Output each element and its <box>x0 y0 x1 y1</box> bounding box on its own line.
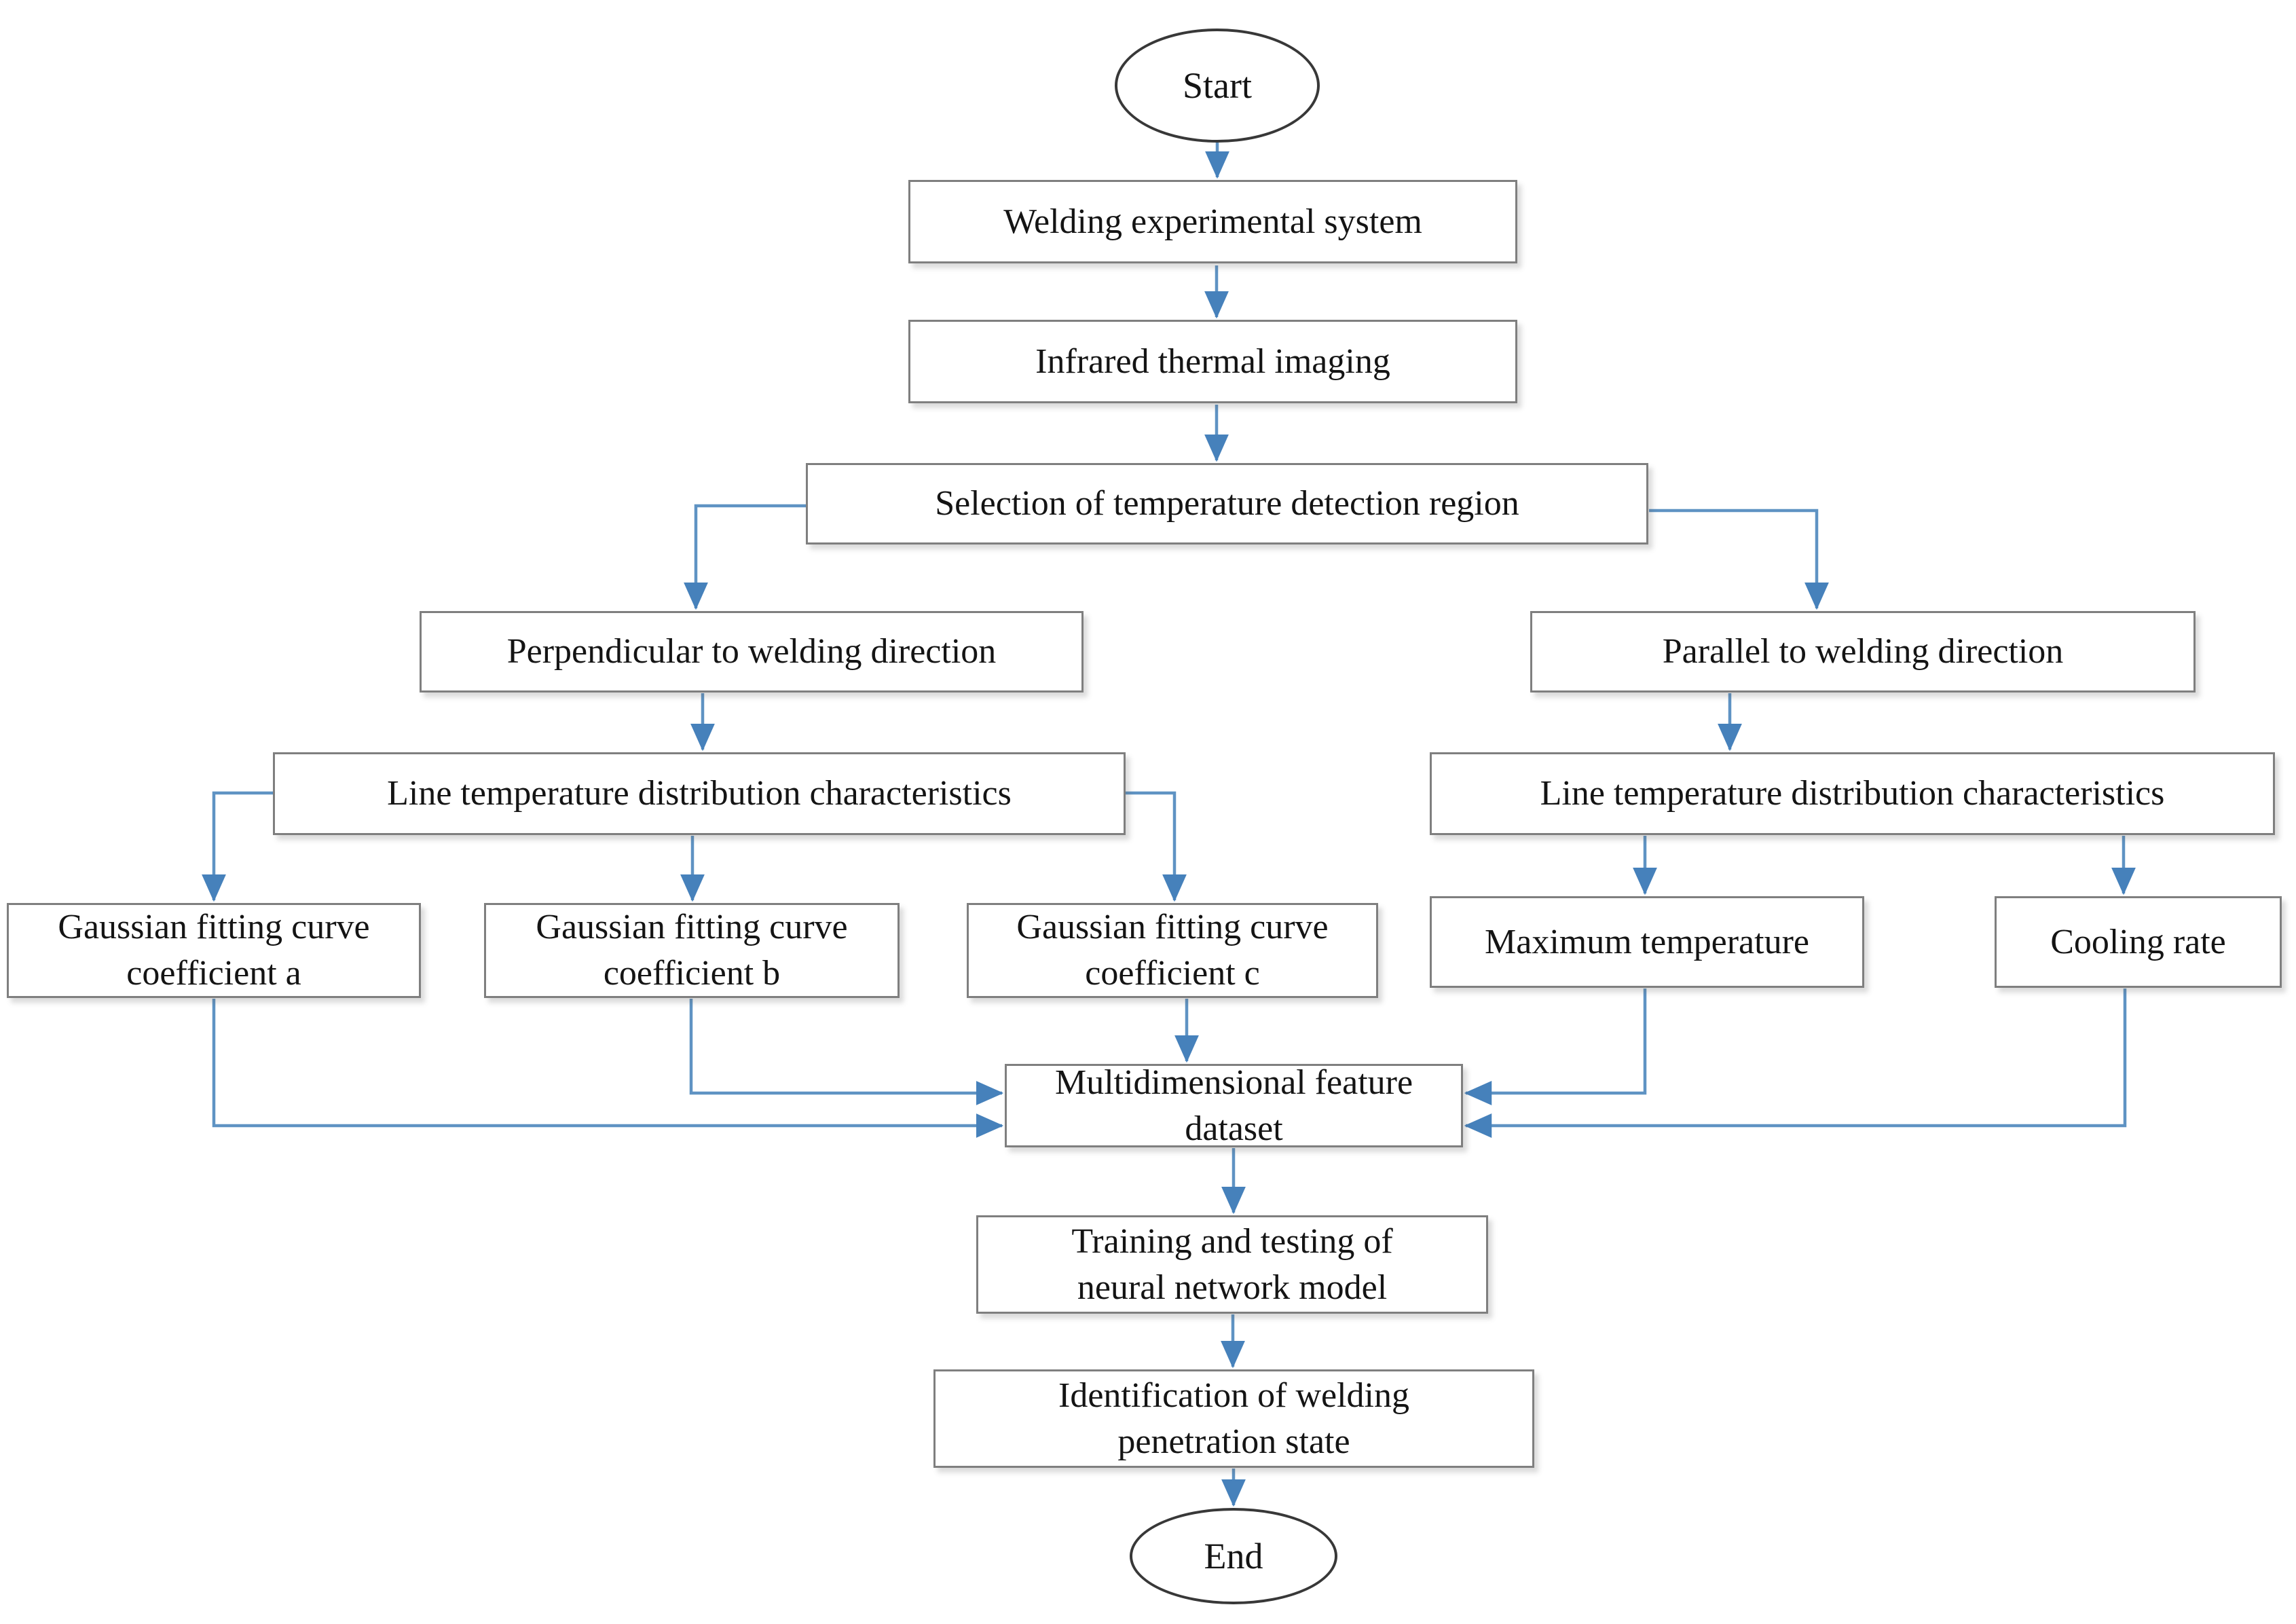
node-line-right-label: Line temperature distribution characteri… <box>1540 774 2165 813</box>
node-infrared-label: Infrared thermal imaging <box>1035 342 1390 381</box>
node-line-temp-characteristics-right: Line temperature distribution characteri… <box>1430 752 2275 835</box>
node-max-temp-label: Maximum temperature <box>1485 922 1809 961</box>
node-gaussian-coefficient-b: Gaussian fitting curve coefficient b <box>484 903 900 998</box>
connector-gauss-b-dataset <box>689 999 1004 1105</box>
node-maximum-temperature: Maximum temperature <box>1430 896 1864 988</box>
connector-gauss-a-dataset <box>212 999 1004 1138</box>
connector-cooling-dataset <box>1464 989 2127 1138</box>
node-parallel-direction: Parallel to welding direction <box>1530 611 2196 693</box>
node-welding-experimental-system: Welding experimental system <box>908 180 1517 263</box>
connector-selection-perpendicular <box>684 504 806 610</box>
node-cooling-rate: Cooling rate <box>1995 896 2282 988</box>
node-training-testing-model: Training and testing of neural network m… <box>976 1215 1488 1314</box>
node-selection-of-region: Selection of temperature detection regio… <box>806 463 1648 545</box>
node-start: Start <box>1115 29 1320 143</box>
node-line-left-label: Line temperature distribution characteri… <box>387 774 1012 813</box>
connector-lineleft-gauss-c <box>1126 791 1187 902</box>
connector-selection-parallel <box>1649 509 1829 610</box>
node-selection-label: Selection of temperature detection regio… <box>935 484 1519 523</box>
node-gaussian-coefficient-c: Gaussian fitting curve coefficient c <box>967 903 1378 998</box>
node-end-label: End <box>1204 1536 1263 1576</box>
node-perpendicular-direction: Perpendicular to welding direction <box>420 611 1084 693</box>
node-multidimensional-dataset: Multidimensional feature dataset <box>1005 1063 1463 1148</box>
node-dataset-label: Multidimensional feature dataset <box>1054 1063 1413 1148</box>
node-cooling-label: Cooling rate <box>2050 922 2226 961</box>
node-end: End <box>1130 1508 1337 1604</box>
node-perpendicular-label: Perpendicular to welding direction <box>506 632 997 671</box>
node-start-label: Start <box>1183 65 1252 106</box>
node-gauss-b-label: Gaussian fitting curve coefficient b <box>536 908 848 993</box>
node-gaussian-coefficient-a: Gaussian fitting curve coefficient a <box>7 903 421 998</box>
node-gauss-a-label: Gaussian fitting curve coefficient a <box>58 908 370 993</box>
node-parallel-label: Parallel to welding direction <box>1662 632 2064 671</box>
connector-lineleft-gauss-a <box>202 791 273 902</box>
node-welding-label: Welding experimental system <box>1003 202 1422 241</box>
node-identification-label: Identification of welding penetration st… <box>1058 1376 1409 1461</box>
node-line-temp-characteristics-left: Line temperature distribution characteri… <box>273 752 1126 835</box>
connector-maxtemp-dataset <box>1464 989 1647 1105</box>
node-gauss-c-label: Gaussian fitting curve coefficient c <box>1016 908 1329 993</box>
node-identification-penetration: Identification of welding penetration st… <box>933 1369 1534 1468</box>
node-infrared-thermal-imaging: Infrared thermal imaging <box>908 320 1517 403</box>
node-training-label: Training and testing of neural network m… <box>1071 1221 1393 1307</box>
